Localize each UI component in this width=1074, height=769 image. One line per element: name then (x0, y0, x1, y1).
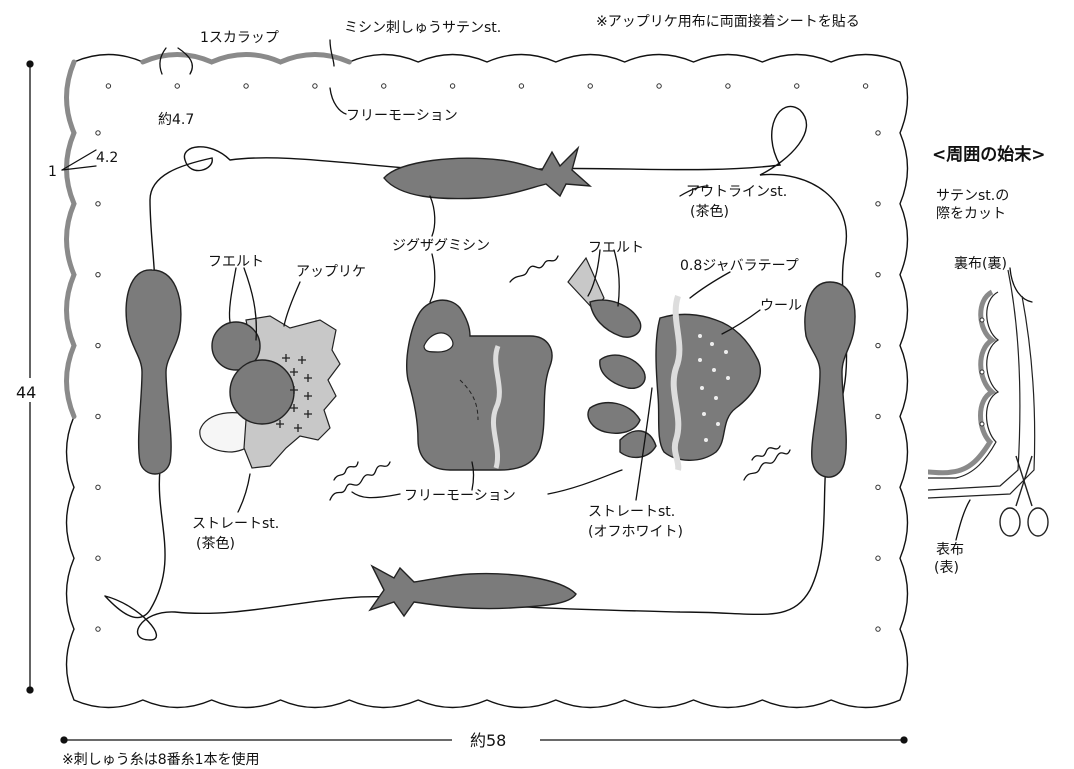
title-edge-finish: <周囲の始末> (932, 144, 1046, 165)
eyelet-dot (95, 484, 101, 491)
eyelet-dot (95, 413, 101, 420)
label-felt-right: フエルト (588, 240, 644, 256)
label-jabara-tape: 0.8ジャバラテープ (680, 258, 799, 274)
eyelet-dot (875, 626, 881, 632)
pitcher-applique (406, 299, 553, 471)
note-bottom: ※刺しゅう糸は8番糸1本を使用 (62, 751, 260, 768)
eyelet-dot (95, 626, 101, 632)
eyelet-dot (95, 130, 101, 136)
edge-finish-inset (927, 269, 1049, 537)
eyelet-dot (875, 271, 881, 278)
eyelet-dot (875, 130, 881, 136)
eyelet-dot (174, 83, 180, 89)
label-straight-left-1: ストレートst. (192, 516, 279, 532)
free-motion-scribbles (329, 255, 791, 501)
dim-4-2: 4.2 (96, 150, 118, 166)
label-outline-1: アウトラインst. (686, 184, 787, 200)
eyelet-dot (381, 83, 387, 89)
label-satin-cut-1: サテンst.の (936, 188, 1009, 204)
label-free-motion-top: フリーモーション (346, 108, 458, 124)
eyelet-dot (794, 83, 800, 89)
eyelet-dots (95, 83, 881, 632)
label-one-scallop: 1スカラップ (200, 30, 279, 46)
spoon-left-applique (125, 269, 182, 475)
dim-approx-4-7: 約4.7 (158, 112, 194, 128)
eyelet-dot (518, 83, 525, 89)
spoon-right-applique (804, 281, 856, 478)
label-felt-left: フエルト (208, 254, 264, 270)
eyelet-dot (587, 83, 593, 89)
label-front-cloth-1: 表布 (936, 542, 964, 558)
label-machine-satin: ミシン刺しゅうサテンst. (344, 20, 501, 36)
scissors-icon (999, 455, 1049, 537)
leader-lines (61, 39, 1033, 541)
eyelet-dot (95, 201, 101, 207)
left-applique-group (199, 315, 341, 469)
eyelet-dot (656, 83, 662, 89)
eyelet-dot (875, 484, 881, 491)
label-front-cloth-2: (表) (934, 560, 959, 576)
label-straight-right-2: (オフホワイト) (588, 524, 683, 540)
eyelet-dot (95, 271, 101, 278)
eyelet-dot (862, 83, 869, 89)
eyelet-dot (725, 83, 731, 89)
eyelet-dot (95, 555, 101, 561)
eyelet-dot (312, 83, 318, 89)
eyelet-dot (875, 201, 881, 207)
label-zigzag: ジグザグミシン (392, 238, 490, 254)
label-straight-right-1: ストレートst. (588, 504, 675, 520)
eyelet-dot (875, 342, 881, 349)
eyelet-dot (243, 83, 249, 89)
dim-1: 1 (48, 164, 57, 180)
fish-top-applique (383, 145, 593, 200)
vase-applique-group (567, 256, 761, 471)
eyelet-dot (875, 555, 881, 561)
dim-height: 44 (16, 383, 36, 402)
wool-dots (698, 334, 730, 442)
satin-stitch-gray-edge (64, 52, 352, 419)
label-applique: アップリケ (296, 264, 366, 280)
label-satin-cut-2: 際をカット (936, 206, 1006, 222)
fish-bottom-applique (368, 564, 577, 618)
label-back-cloth: 裏布(裏) (954, 255, 1007, 272)
eyelet-dot (95, 342, 101, 349)
dimension-lines (26, 60, 908, 744)
eyelet-dot (875, 413, 881, 420)
note-top: ※アップリケ用布に両面接着シートを貼る (596, 13, 860, 30)
eyelet-dot (105, 83, 112, 89)
label-free-motion-mid: フリーモーション (404, 488, 516, 504)
cross-stitches (276, 354, 312, 432)
eyelet-dot (449, 83, 456, 89)
label-wool: ウール (760, 298, 802, 314)
dim-width: 約58 (470, 731, 506, 750)
label-outline-2: (茶色) (690, 203, 729, 220)
label-straight-left-2: (茶色) (196, 535, 235, 552)
